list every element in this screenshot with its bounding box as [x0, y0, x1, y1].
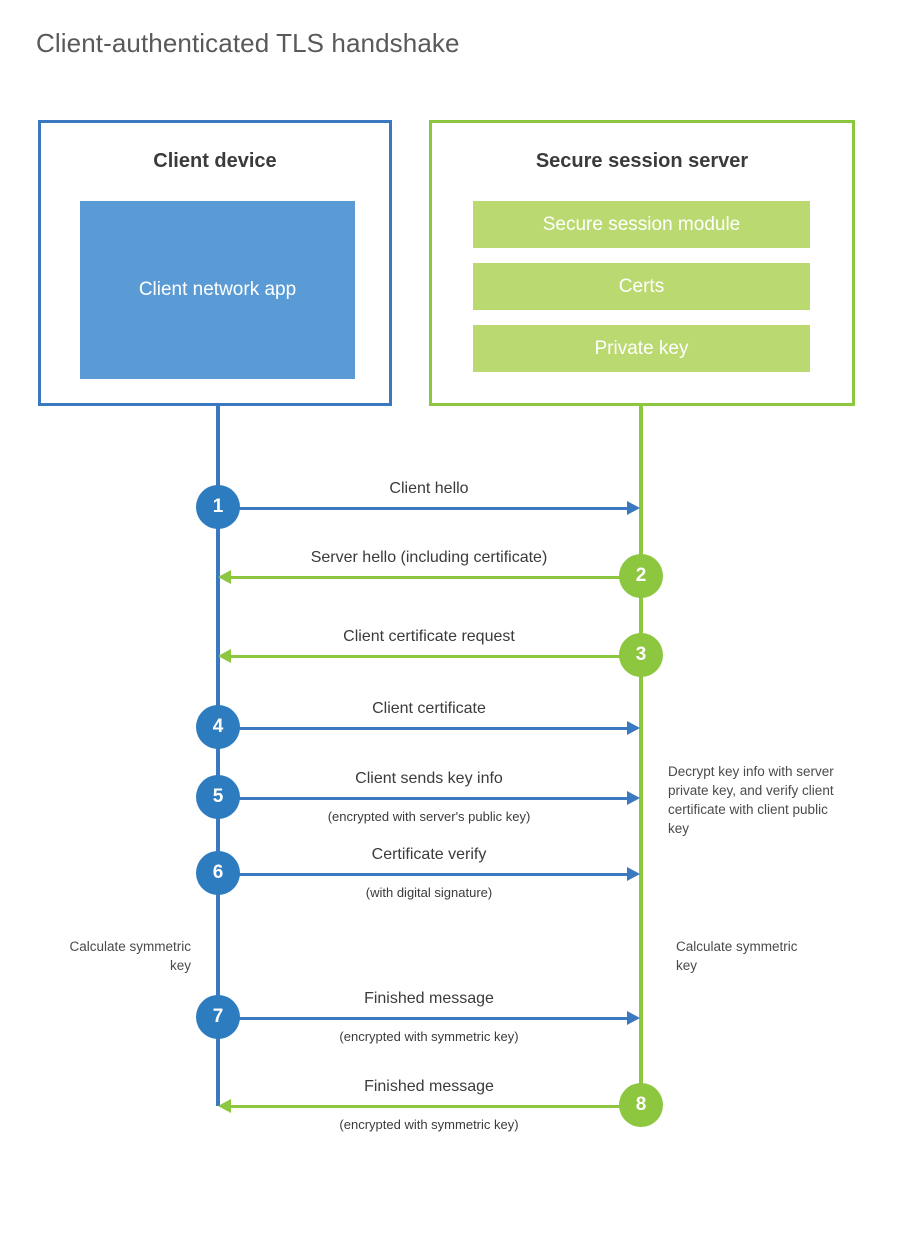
client-device-title: Client device [153, 150, 277, 172]
message-4-label: Client certificate [372, 700, 486, 717]
message-6-label: Certificate verify [371, 846, 487, 863]
server-item-certs: Certs [473, 263, 810, 310]
step-badge-6[interactable]: 6 [196, 851, 240, 895]
message-8-sublabel: (encrypted with symmetric key) [339, 1117, 519, 1132]
step-badge-8[interactable]: 8 [619, 1083, 663, 1127]
message-6-line [218, 873, 627, 876]
message-8-line [231, 1105, 640, 1108]
message-5-label: Client sends key info [355, 770, 503, 787]
message-1-arrowhead-icon [627, 501, 640, 515]
message-1-label: Client hello [389, 480, 469, 497]
message-7-arrowhead-icon [627, 1011, 640, 1025]
client-calculate-symmetric-key-note: Calculate symmetric key [69, 939, 191, 974]
server-item-secure-session-module: Secure session module [473, 201, 810, 248]
step-badge-5[interactable]: 5 [196, 775, 240, 819]
client-lifeline [216, 404, 220, 1106]
message-3-arrowhead-icon [218, 649, 231, 663]
message-7-line [218, 1017, 627, 1020]
message-7-sublabel: (encrypted with symmetric key) [339, 1029, 519, 1044]
server-decrypt-note: Decrypt key info with server private key… [668, 764, 834, 837]
client-device-box: Client device Client network app [38, 120, 392, 406]
message-2-arrowhead-icon [218, 570, 231, 584]
message-1-line [218, 507, 627, 510]
secure-session-server-box: Secure session server Secure session mod… [429, 120, 855, 406]
message-6-sublabel: (with digital signature) [365, 885, 493, 900]
message-8-label: Finished message [364, 1078, 494, 1095]
page-title: Client-authenticated TLS handshake [36, 28, 460, 58]
message-6-arrowhead-icon [627, 867, 640, 881]
server-lifeline [639, 404, 643, 1106]
message-2-label: Server hello (including certificate) [310, 549, 548, 566]
message-8-arrowhead-icon [218, 1099, 231, 1113]
message-4-line [218, 727, 627, 730]
message-5-arrowhead-icon [627, 791, 640, 805]
server-calculate-symmetric-key-note: Calculate symmetric key [676, 939, 798, 974]
step-badge-3[interactable]: 3 [619, 633, 663, 677]
message-3-line [231, 655, 640, 658]
secure-session-server-title: Secure session server [535, 150, 749, 172]
client-network-app-block: Client network app [80, 201, 355, 379]
step-badge-1[interactable]: 1 [196, 485, 240, 529]
message-7-label: Finished message [364, 990, 494, 1007]
step-badge-2[interactable]: 2 [619, 554, 663, 598]
message-2-line [231, 576, 640, 579]
message-4-arrowhead-icon [627, 721, 640, 735]
message-3-label: Client certificate request [343, 628, 515, 645]
step-badge-7[interactable]: 7 [196, 995, 240, 1039]
step-badge-4[interactable]: 4 [196, 705, 240, 749]
server-item-private-key: Private key [473, 325, 810, 372]
message-5-sublabel: (encrypted with server's public key) [327, 809, 531, 824]
message-5-line [218, 797, 627, 800]
